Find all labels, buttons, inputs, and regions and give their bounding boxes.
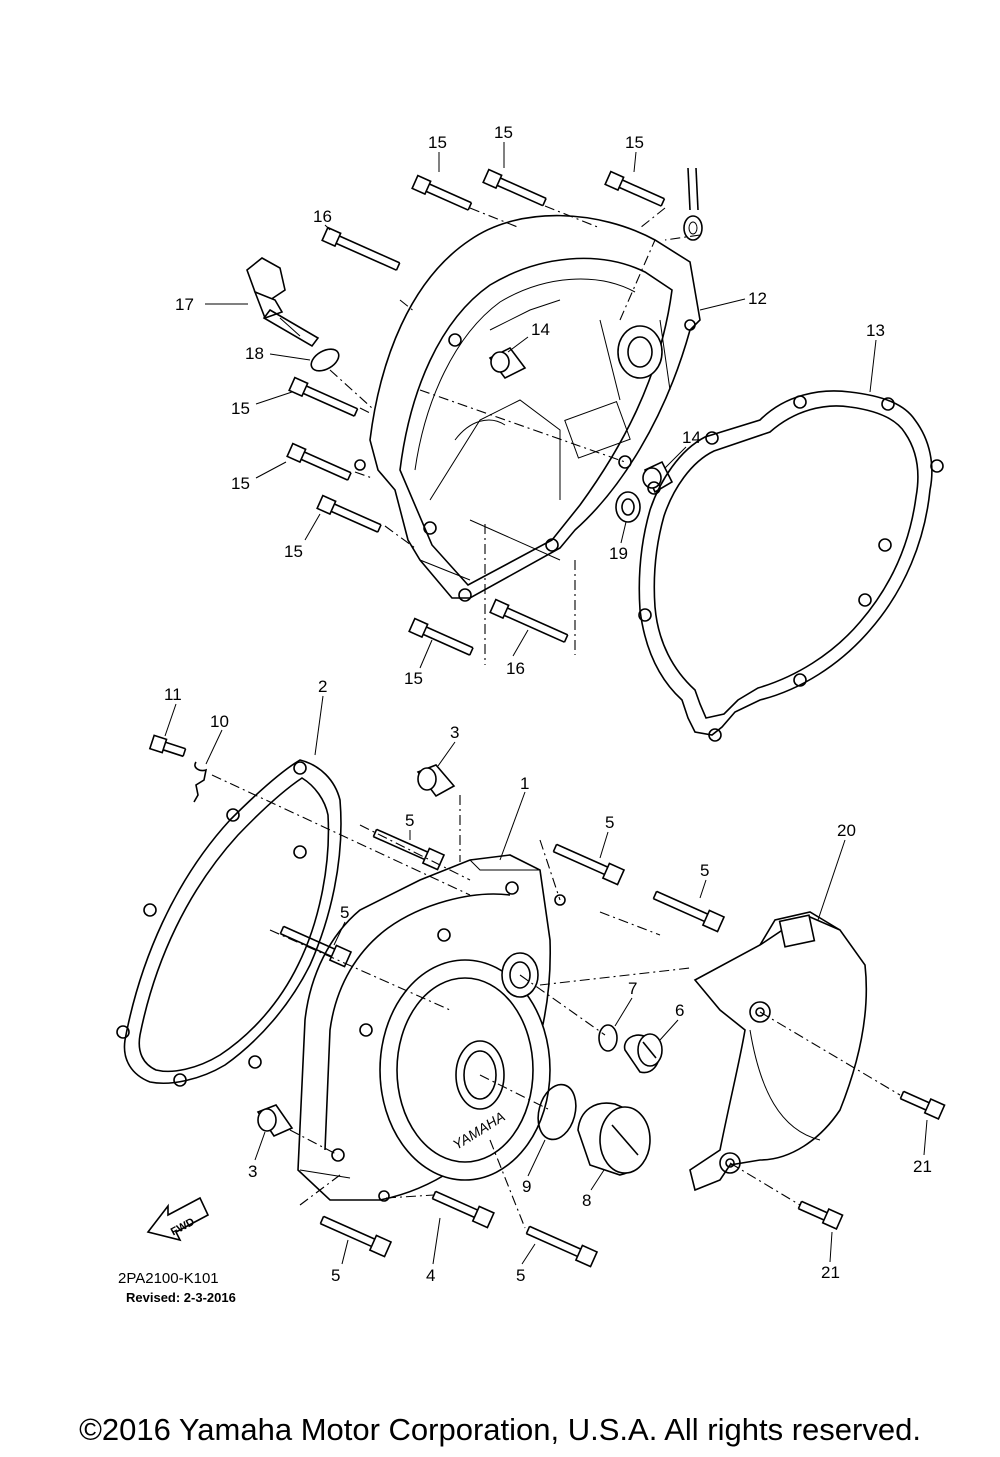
callout-11: 11 (164, 685, 182, 704)
callout-15: 15 (428, 133, 447, 152)
bolt-15-a (411, 174, 473, 211)
callout-15: 15 (625, 133, 644, 152)
bolt-11 (148, 734, 187, 758)
figure-code: 2PA2100-K101 (118, 1270, 219, 1287)
plug-8 (577, 1102, 651, 1176)
gasket-13 (638, 390, 944, 742)
oil-filler-cap-17 (246, 257, 320, 348)
callout-4: 4 (426, 1266, 435, 1285)
callout-5: 5 (405, 811, 414, 830)
callout-15: 15 (494, 123, 513, 142)
callout-6: 6 (675, 1001, 684, 1020)
callout-20: 20 (837, 821, 856, 840)
fwd-arrow-icon: FWD (146, 1196, 210, 1242)
callout-19: 19 (609, 544, 628, 563)
bolt-15-b (482, 168, 547, 207)
callout-5: 5 (331, 1266, 340, 1285)
callout-10: 10 (210, 712, 229, 731)
bolt-5-a (372, 828, 446, 871)
bolt-5-c (652, 890, 726, 933)
bolt-5-e (319, 1215, 393, 1258)
callout-14: 14 (531, 320, 550, 339)
bolt-15-e (286, 442, 352, 481)
bolt-21-lower (797, 1200, 844, 1230)
callout-3: 3 (450, 723, 459, 742)
bolt-15-c (604, 170, 666, 207)
wire-lead-clamp (683, 167, 703, 241)
dowel-pin-14-upper (488, 346, 527, 380)
callout-5: 5 (516, 1266, 525, 1285)
callout-14: 14 (682, 428, 701, 447)
plug-6 (623, 1033, 663, 1074)
callout-15: 15 (231, 474, 250, 493)
copyright-notice: ©2016 Yamaha Motor Corporation, U.S.A. A… (79, 1412, 921, 1447)
o-ring-18 (310, 348, 340, 372)
callout-5: 5 (340, 903, 349, 922)
callout-13: 13 (866, 321, 885, 340)
oil-seal-19 (615, 491, 641, 523)
callout-leaders (164, 142, 928, 1265)
lower-assembly-centerlines (211, 774, 901, 1229)
bolt-16-lower (489, 598, 569, 643)
clamp-10 (193, 761, 208, 803)
bolt-4 (431, 1190, 495, 1229)
callout-8: 8 (582, 1191, 591, 1210)
bolt-15-d (288, 376, 359, 417)
callout-21: 21 (821, 1263, 840, 1282)
callout-5: 5 (605, 813, 614, 832)
crankcase-cover-12 (354, 214, 701, 602)
dowel-pin-14-right (642, 460, 674, 494)
callout-3: 3 (248, 1162, 257, 1181)
bolt-15-g (408, 617, 474, 656)
crankcase-cover-1: YAMAHA (297, 854, 566, 1202)
callout-16: 16 (313, 207, 332, 226)
callout-1: 1 (520, 774, 529, 793)
bolt-5-d (279, 925, 353, 968)
callout-15: 15 (284, 542, 303, 561)
o-ring-9 (537, 1083, 577, 1141)
callout-5: 5 (700, 861, 709, 880)
callout-9: 9 (522, 1177, 531, 1196)
dowel-pin-3-upper (416, 764, 456, 798)
gasket-2 (116, 759, 342, 1087)
callout-labels: 15 15 15 16 17 18 15 15 15 14 12 13 14 1… (164, 123, 932, 1285)
callout-16: 16 (506, 659, 525, 678)
bolt-5-b (552, 843, 626, 886)
callout-15: 15 (231, 399, 250, 418)
bolt-15-f (316, 494, 382, 533)
o-ring-7 (598, 1024, 618, 1052)
dowel-pin-3-lower (256, 1104, 294, 1138)
upper-assembly-centerlines (329, 205, 701, 665)
bolt-16-upper (321, 226, 401, 271)
callout-15: 15 (404, 669, 423, 688)
revision-date: Revised: 2-3-2016 (126, 1290, 236, 1305)
callout-18: 18 (245, 344, 264, 363)
callout-7: 7 (628, 979, 637, 998)
callout-21: 21 (913, 1157, 932, 1176)
callout-2: 2 (318, 677, 327, 696)
callout-12: 12 (748, 289, 767, 308)
callout-17: 17 (175, 295, 194, 314)
bolt-5-f (525, 1225, 599, 1268)
bolt-21-upper (899, 1090, 946, 1120)
sprocket-cover-20 (689, 911, 868, 1192)
